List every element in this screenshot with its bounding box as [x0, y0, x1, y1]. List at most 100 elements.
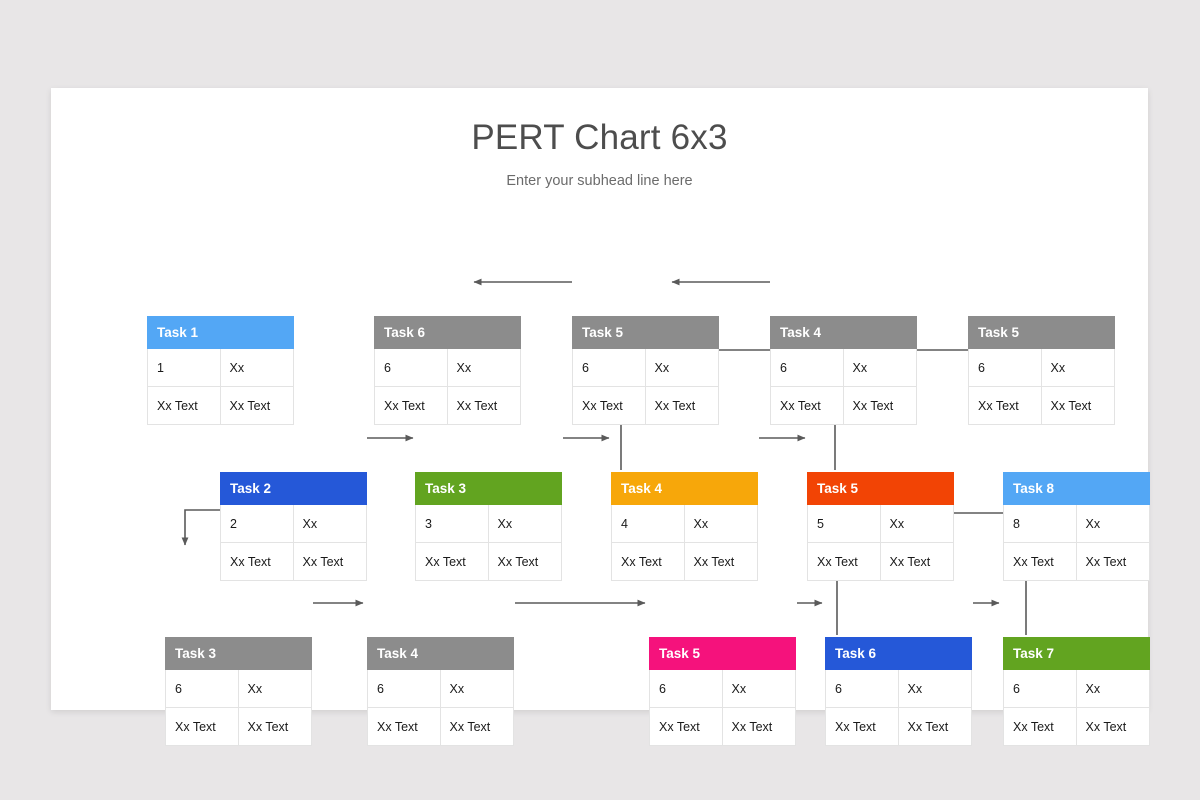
pert-node-duration: 3 [415, 505, 489, 543]
pert-node-title: Task 8 [1003, 472, 1150, 505]
pert-node-note-right: Xx Text [1076, 708, 1150, 746]
pert-node-note-left: Xx Text [968, 387, 1042, 425]
pert-node-note-right: Xx Text [1041, 387, 1115, 425]
pert-node-note-right: Xx Text [238, 708, 312, 746]
pert-node-note-left: Xx Text [611, 543, 685, 581]
pert-node-title: Task 4 [611, 472, 758, 505]
pert-node-duration: 6 [374, 349, 448, 387]
pert-node-note-left: Xx Text [1003, 708, 1077, 746]
pert-node-title: Task 7 [1003, 637, 1150, 670]
pert-node-note-right: Xx Text [898, 708, 972, 746]
pert-node-note-left: Xx Text [374, 387, 448, 425]
pert-node-duration: 6 [367, 670, 441, 708]
pert-node-duration: 6 [649, 670, 723, 708]
pert-node-duration: 6 [165, 670, 239, 708]
pert-node-note-right: Xx Text [684, 543, 758, 581]
pert-node-note-left: Xx Text [367, 708, 441, 746]
pert-node-title: Task 6 [374, 316, 521, 349]
pert-node-duration: 6 [1003, 670, 1077, 708]
pert-node-title: Task 4 [770, 316, 917, 349]
pert-node-title: Task 5 [968, 316, 1115, 349]
pert-node-note-right: Xx Text [447, 387, 521, 425]
pert-node-note-right: Xx Text [722, 708, 796, 746]
pert-node-code: Xx [1041, 349, 1115, 387]
pert-node-code: Xx [488, 505, 562, 543]
pert-node-note-right: Xx Text [220, 387, 294, 425]
page-subtitle: Enter your subhead line here [506, 173, 693, 189]
pert-node-note-left: Xx Text [1003, 543, 1077, 581]
pert-node-note-right: Xx Text [843, 387, 917, 425]
pert-node-note-right: Xx Text [488, 543, 562, 581]
pert-node-note-right: Xx Text [440, 708, 514, 746]
pert-node-note-left: Xx Text [220, 543, 294, 581]
pert-node-note-left: Xx Text [770, 387, 844, 425]
pert-node-duration: 6 [968, 349, 1042, 387]
pert-node-code: Xx [220, 349, 294, 387]
pert-node-title: Task 5 [807, 472, 954, 505]
pert-node-code: Xx [1076, 505, 1150, 543]
pert-node-title: Task 5 [572, 316, 719, 349]
pert-node-duration: 2 [220, 505, 294, 543]
pert-node-duration: 1 [147, 349, 221, 387]
pert-node-code: Xx [684, 505, 758, 543]
pert-node-duration: 6 [572, 349, 646, 387]
pert-node-note-right: Xx Text [645, 387, 719, 425]
pert-node-note-left: Xx Text [825, 708, 899, 746]
page-title: PERT Chart 6x3 [471, 118, 728, 157]
pert-node-code: Xx [898, 670, 972, 708]
pert-node-note-right: Xx Text [293, 543, 367, 581]
pert-node-code: Xx [293, 505, 367, 543]
pert-node-note-left: Xx Text [572, 387, 646, 425]
pert-node-note-left: Xx Text [415, 543, 489, 581]
pert-node-note-left: Xx Text [649, 708, 723, 746]
pert-node-duration: 6 [770, 349, 844, 387]
pert-node-title: Task 4 [367, 637, 514, 670]
pert-node-note-left: Xx Text [807, 543, 881, 581]
pert-node-title: Task 3 [165, 637, 312, 670]
pert-node-code: Xx [645, 349, 719, 387]
pert-node-code: Xx [843, 349, 917, 387]
pert-node-code: Xx [880, 505, 954, 543]
pert-node-note-left: Xx Text [165, 708, 239, 746]
